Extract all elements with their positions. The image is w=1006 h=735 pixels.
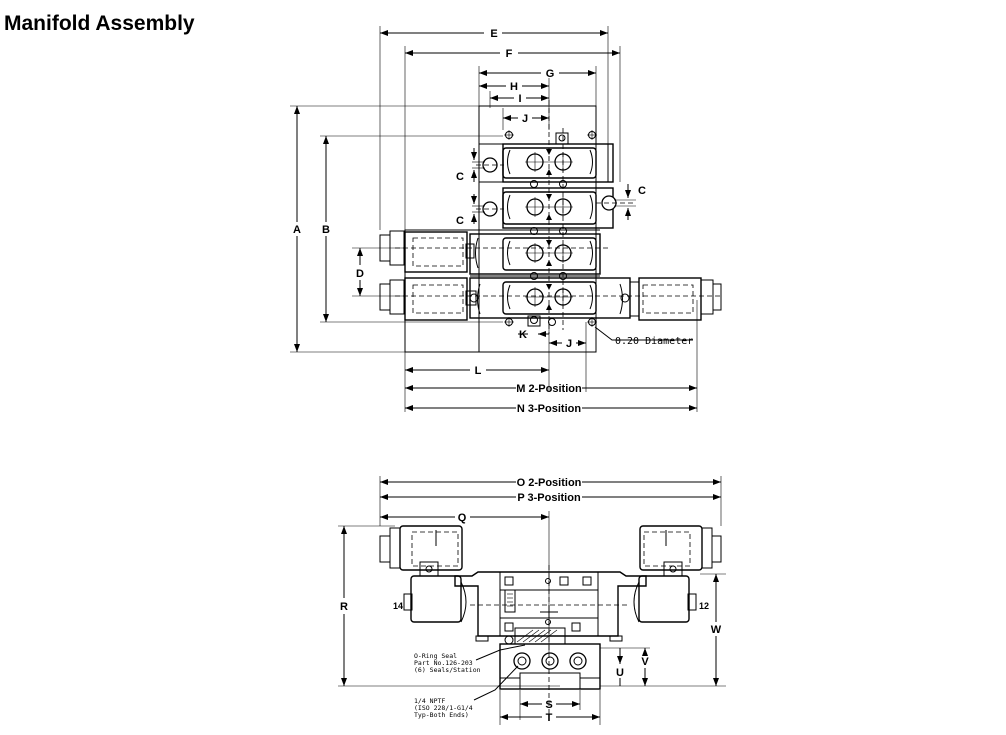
dim-label-t: T <box>546 712 553 724</box>
dim-label-n: N 3-Position <box>517 403 581 415</box>
dim-label-b: B <box>322 224 330 236</box>
side-view: O 2-Position P 3-Position Q R W V U S T … <box>338 476 726 725</box>
valve-station-2 <box>502 187 614 229</box>
side-solenoid-left <box>379 525 467 623</box>
side-view-body <box>454 571 647 645</box>
dim-label-u: U <box>616 667 624 679</box>
dim-label-g: G <box>546 68 555 80</box>
dim-label-e: E <box>490 28 497 40</box>
dim-label-q: Q <box>458 512 467 524</box>
nptf-note-line-1: 1/4 NPTF <box>414 697 445 705</box>
dim-label-c-upper: C <box>456 171 464 183</box>
valve-station-3 <box>469 233 601 275</box>
side-fittings <box>472 157 636 217</box>
valve-station-4 <box>469 277 631 319</box>
valve-station-1 <box>502 143 614 183</box>
dim-label-k: K <box>519 329 527 341</box>
mounting-holes <box>504 130 597 327</box>
dim-label-i: I <box>518 93 521 105</box>
top-view-centerlines <box>395 100 720 334</box>
dim-label-j-top: J <box>522 113 528 125</box>
dim-label-w: W <box>711 624 722 636</box>
dim-label-a: A <box>293 224 301 236</box>
port-label-12: 12 <box>699 601 709 611</box>
page-title: Manifold Assembly <box>4 12 195 35</box>
nptf-note-line-3: Typ-Both Ends) <box>414 711 469 719</box>
hole-diameter-note: 0.20 Diameter <box>615 336 693 347</box>
solenoid-right <box>619 277 722 321</box>
nptf-note-line-2: (ISO 228/1-G1/4 <box>414 704 473 712</box>
dim-label-m: M 2-Position <box>516 383 582 395</box>
side-view-centerlines <box>470 565 630 720</box>
dim-label-j-bottom: J <box>566 338 572 350</box>
oring-note-line-3: (6) Seals/Station <box>414 666 481 674</box>
side-view-subbase <box>499 643 601 690</box>
top-view-dimension-lines <box>294 30 697 411</box>
side-solenoid-right <box>633 525 722 623</box>
dim-label-f: F <box>506 48 513 60</box>
dim-label-c-lower: C <box>456 215 464 227</box>
side-view-dimension-lines <box>341 479 721 720</box>
dim-label-h: H <box>510 81 518 93</box>
oring-note-line-1: O-Ring Seal <box>414 652 457 660</box>
dim-label-p: P 3-Position <box>517 492 581 504</box>
dim-label-s: S <box>545 699 552 711</box>
solenoid-left-upper <box>379 230 479 273</box>
dim-label-r: R <box>340 601 348 613</box>
dim-label-o: O 2-Position <box>517 477 582 489</box>
top-view-dimension-labels: E F G H I J A B D C C C K J L M 2-Positi… <box>293 28 693 415</box>
manifold-outline <box>404 105 609 353</box>
dim-label-v: V <box>641 656 649 668</box>
port-label-14: 14 <box>393 601 403 611</box>
top-view: E F G H I J A B D C C C K J L M 2-Positi… <box>290 26 722 415</box>
dim-label-d: D <box>356 268 364 280</box>
side-view-labels: O 2-Position P 3-Position Q R W V U S T … <box>340 477 722 724</box>
solenoid-left-lower <box>379 277 481 321</box>
dim-label-l: L <box>475 365 482 377</box>
dim-label-c-right: C <box>638 185 646 197</box>
oring-note-line-2: Part No.126-203 <box>414 659 473 667</box>
top-view-extension-lines <box>290 26 698 412</box>
